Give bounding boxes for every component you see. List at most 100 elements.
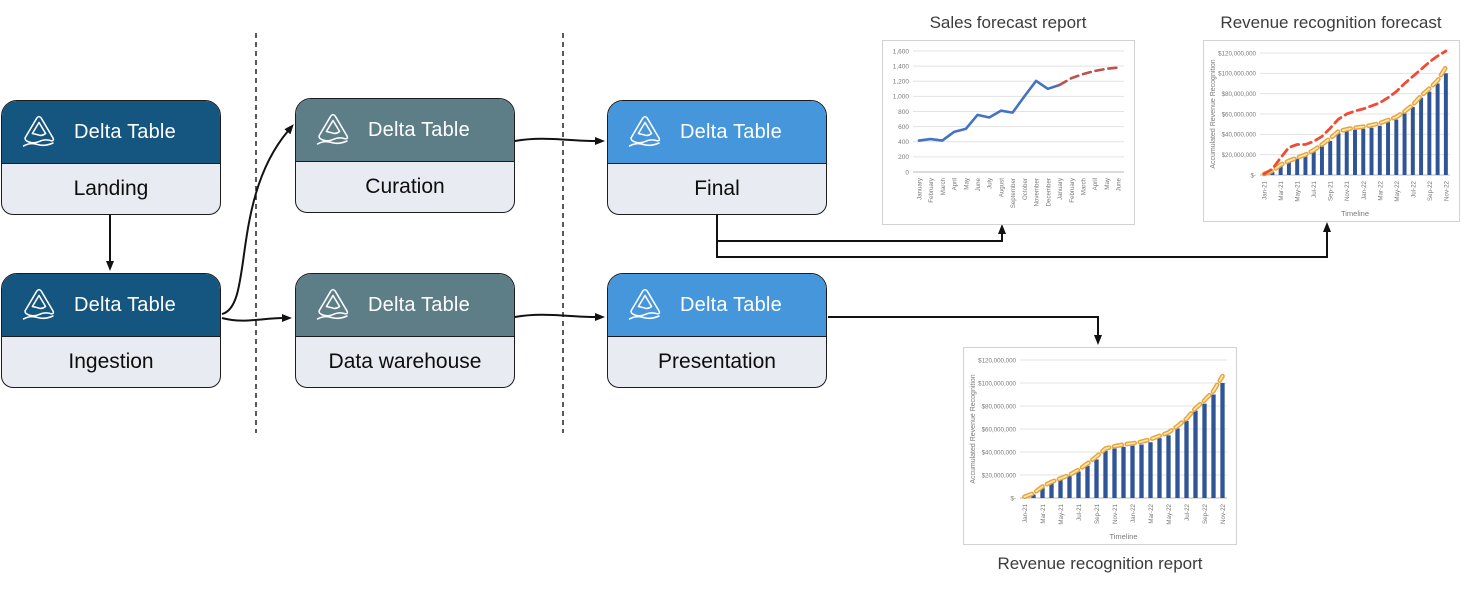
node-presentation: Delta Table Presentation: [607, 273, 827, 388]
svg-text:400: 400: [898, 139, 909, 146]
svg-text:Mar-22: Mar-22: [1148, 503, 1155, 523]
node-header-label: Delta Table: [74, 293, 176, 316]
svg-text:March: March: [940, 177, 947, 195]
svg-text:July: July: [987, 177, 994, 189]
svg-text:February: February: [1069, 177, 1076, 203]
svg-text:Jan-22: Jan-22: [1130, 503, 1137, 522]
svg-text:Timeline: Timeline: [1109, 532, 1137, 541]
node-final-header: Delta Table: [608, 101, 826, 164]
node-label: Landing: [73, 177, 149, 200]
svg-text:$20,000,000: $20,000,000: [982, 472, 1017, 479]
svg-text:1,600: 1,600: [893, 48, 910, 55]
svg-text:$-: $-: [1010, 495, 1016, 502]
arrow-curation-to-final: [514, 136, 605, 145]
node-label: Ingestion: [68, 350, 154, 373]
node-ingestion-header: Delta Table: [2, 274, 220, 337]
svg-text:$20,000,000: $20,000,000: [1222, 152, 1257, 159]
svg-text:May-21: May-21: [1295, 180, 1302, 201]
node-landing: Delta Table Landing: [1, 100, 221, 215]
svg-text:$80,000,000: $80,000,000: [982, 403, 1017, 410]
svg-text:Nov-21: Nov-21: [1344, 180, 1351, 201]
svg-text:May-21: May-21: [1058, 503, 1065, 524]
svg-text:Sep-22: Sep-22: [1202, 503, 1209, 524]
svg-text:January: January: [916, 177, 923, 200]
sales-chart-title: Sales forecast report: [929, 13, 1087, 32]
delta-lake-icon: [310, 284, 356, 326]
node-data-warehouse: Delta Table Data warehouse: [295, 273, 515, 388]
node-final: Delta Table Final: [607, 100, 827, 215]
arrow-final-to-forecast-chart: [716, 222, 1331, 258]
svg-text:Jul-21: Jul-21: [1311, 180, 1318, 197]
arrow-data-warehouse-to-presentation: [514, 312, 605, 321]
svg-text:1,400: 1,400: [893, 63, 910, 70]
svg-text:$120,000,000: $120,000,000: [1218, 50, 1256, 57]
svg-text:May-22: May-22: [1166, 503, 1173, 524]
svg-text:November: November: [1034, 178, 1041, 207]
svg-text:Mar-22: Mar-22: [1377, 180, 1384, 200]
node-label: Curation: [365, 175, 445, 198]
svg-text:$80,000,000: $80,000,000: [1222, 91, 1257, 98]
svg-text:Jul-22: Jul-22: [1410, 180, 1417, 197]
node-label: Presentation: [658, 350, 776, 373]
svg-text:Sep-21: Sep-21: [1094, 503, 1101, 524]
svg-text:May-22: May-22: [1394, 180, 1401, 201]
svg-text:September: September: [1010, 178, 1017, 208]
arrow-ingestion-to-data-warehouse: [221, 314, 292, 323]
report-chart-caption: Revenue recognition report: [997, 554, 1203, 573]
svg-text:August: August: [998, 178, 1005, 198]
svg-text:Jul-21: Jul-21: [1076, 503, 1083, 520]
node-curation-header: Delta Table: [296, 99, 514, 162]
svg-text:$40,000,000: $40,000,000: [982, 449, 1017, 456]
svg-text:1,200: 1,200: [893, 79, 910, 86]
svg-text:Accumulated Revenue Recognitio: Accumulated Revenue Recognition: [1210, 59, 1217, 168]
svg-text:200: 200: [898, 154, 909, 161]
svg-text:Mar-21: Mar-21: [1040, 503, 1047, 523]
svg-text:April: April: [952, 178, 959, 190]
svg-text:January: January: [1057, 177, 1064, 200]
forecast-chart-title: Revenue recognition forecast: [1220, 13, 1442, 32]
svg-text:0: 0: [905, 169, 909, 176]
svg-text:May: May: [963, 177, 970, 190]
svg-text:Nov-22: Nov-22: [1220, 503, 1227, 524]
svg-text:March: March: [1080, 177, 1087, 195]
node-header-label: Delta Table: [74, 120, 176, 143]
svg-text:$60,000,000: $60,000,000: [1222, 111, 1257, 118]
node-header-label: Delta Table: [680, 120, 782, 143]
delta-lake-icon: [622, 284, 668, 326]
svg-text:October: October: [1022, 178, 1029, 200]
delta-lake-icon: [16, 111, 62, 153]
svg-text:Sep-22: Sep-22: [1427, 180, 1434, 201]
svg-text:Jan-22: Jan-22: [1361, 180, 1368, 199]
svg-text:Jul-22: Jul-22: [1184, 503, 1191, 520]
revenue-recognition-report-chart: $- $20,000,000 $40,000,000 $60,000,000 $80,0…: [963, 347, 1237, 545]
node-header-label: Delta Table: [368, 293, 470, 316]
svg-text:December: December: [1045, 178, 1052, 207]
svg-text:Timeline: Timeline: [1341, 209, 1369, 218]
node-label: Data warehouse: [328, 350, 482, 373]
svg-text:800: 800: [898, 109, 909, 116]
svg-text:Jan-21: Jan-21: [1022, 503, 1029, 522]
delta-lake-icon: [310, 109, 356, 151]
arrow-presentation-to-report-chart: [828, 316, 1102, 345]
svg-text:$100,000,000: $100,000,000: [978, 380, 1016, 387]
svg-text:Nov-21: Nov-21: [1112, 503, 1119, 524]
svg-text:600: 600: [898, 124, 909, 131]
revenue-recognition-forecast-chart: $- $20,000,000 $40,000,000 $60,000,000 $80,0…: [1203, 40, 1460, 222]
node-ingestion: Delta Table Ingestion: [1, 273, 221, 388]
svg-text:April: April: [1092, 178, 1099, 190]
svg-text:$60,000,000: $60,000,000: [982, 426, 1017, 433]
svg-text:$100,000,000: $100,000,000: [1218, 71, 1256, 78]
svg-text:$120,000,000: $120,000,000: [978, 357, 1016, 364]
arrow-ingestion-to-curation: [221, 124, 294, 315]
svg-text:Nov-22: Nov-22: [1443, 180, 1450, 201]
node-label: Final: [694, 177, 740, 200]
svg-text:June: June: [975, 177, 982, 191]
svg-text:Accumulated Revenue Recognitio: Accumulated Revenue Recognition: [970, 374, 977, 483]
delta-lake-icon: [16, 284, 62, 326]
svg-text:May: May: [1104, 177, 1111, 190]
svg-text:$-: $-: [1250, 172, 1256, 179]
svg-text:$40,000,000: $40,000,000: [1222, 132, 1257, 139]
svg-text:1,000: 1,000: [893, 94, 910, 101]
